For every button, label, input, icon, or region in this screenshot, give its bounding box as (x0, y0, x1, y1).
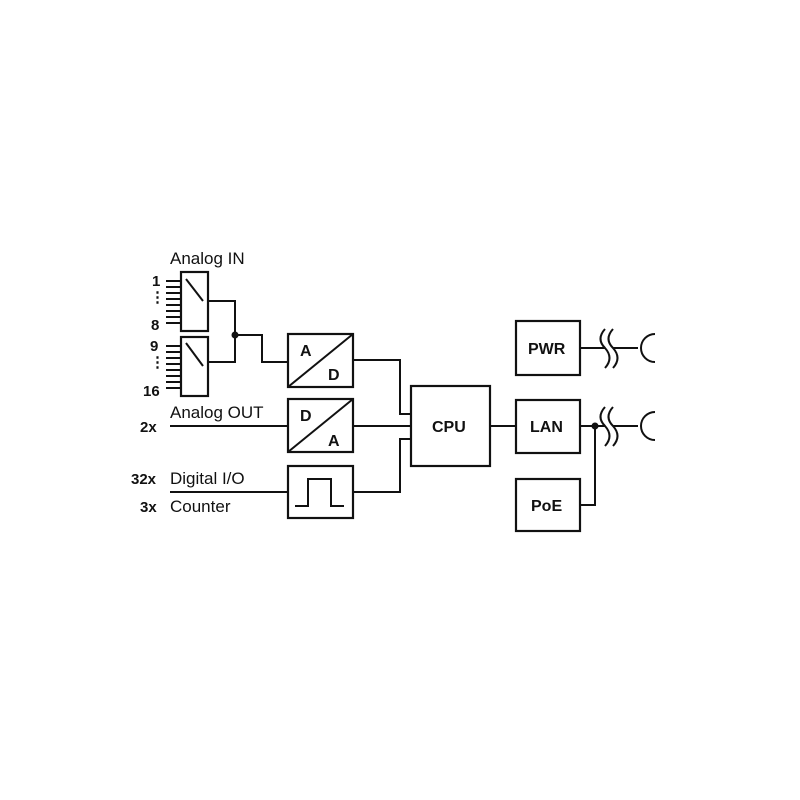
poe-label: PoE (531, 498, 562, 515)
analog-out-count: 2x (140, 419, 157, 436)
mux2-first-channel: 9 (150, 338, 158, 355)
cable-break-icon-lan (599, 406, 611, 447)
mux2-switch (185, 342, 204, 367)
analog-out-label: Analog OUT (170, 403, 264, 422)
mux-1: 1 ⋮ 8 (150, 270, 210, 334)
poe-block: PoE (514, 477, 582, 533)
vertical-ellipsis-1: ⋮ (150, 289, 165, 306)
lan-connector (580, 406, 656, 447)
dac-top-letter: D (300, 408, 312, 425)
cpu-label: CPU (432, 419, 466, 436)
lan-label: LAN (530, 419, 563, 436)
cpu-input-wires (353, 359, 411, 493)
mux2-input-pins (166, 345, 181, 389)
pwr-label: PWR (528, 341, 566, 358)
poe-box (514, 477, 582, 533)
dac-block: D A (286, 397, 355, 454)
lan-block: LAN (514, 398, 582, 455)
adc-block: A D (286, 332, 355, 389)
adc-bottom-letter: D (328, 367, 340, 384)
dac-diagonal (287, 398, 354, 453)
poe-lan-wire (580, 426, 596, 506)
adc-top-letter: A (300, 343, 312, 360)
vertical-ellipsis-2: ⋮ (150, 354, 165, 371)
mux1-last-channel: 8 (151, 317, 159, 334)
counter-count: 3x (140, 499, 157, 516)
mux-combine-wires (208, 300, 288, 363)
mux1-first-channel: 1 (152, 273, 160, 290)
counter-label: Counter (170, 497, 231, 516)
mux1-box (179, 270, 210, 333)
adc-diagonal (287, 333, 354, 388)
network-plug-icon (640, 411, 656, 441)
mux2-box (179, 335, 210, 398)
mux1-switch (185, 278, 204, 302)
digital-block (286, 464, 355, 520)
pwr-connector (580, 328, 656, 369)
digital-box (286, 464, 355, 520)
digital-io-count: 32x (131, 471, 157, 488)
power-plug-icon (640, 333, 656, 363)
cpu-block: CPU (409, 384, 492, 468)
pwr-block: PWR (514, 319, 582, 377)
cable-break-icon (599, 328, 611, 369)
mux-2: 9 ⋮ 16 (143, 335, 210, 400)
mux2-last-channel: 16 (143, 383, 160, 400)
mux1-input-pins (166, 280, 181, 324)
analog-in-label: Analog IN (170, 249, 245, 268)
pwr-box (514, 319, 582, 377)
digital-io-label: Digital I/O (170, 469, 245, 488)
pulse-waveform-icon (295, 478, 344, 507)
dac-bottom-letter: A (328, 433, 340, 450)
